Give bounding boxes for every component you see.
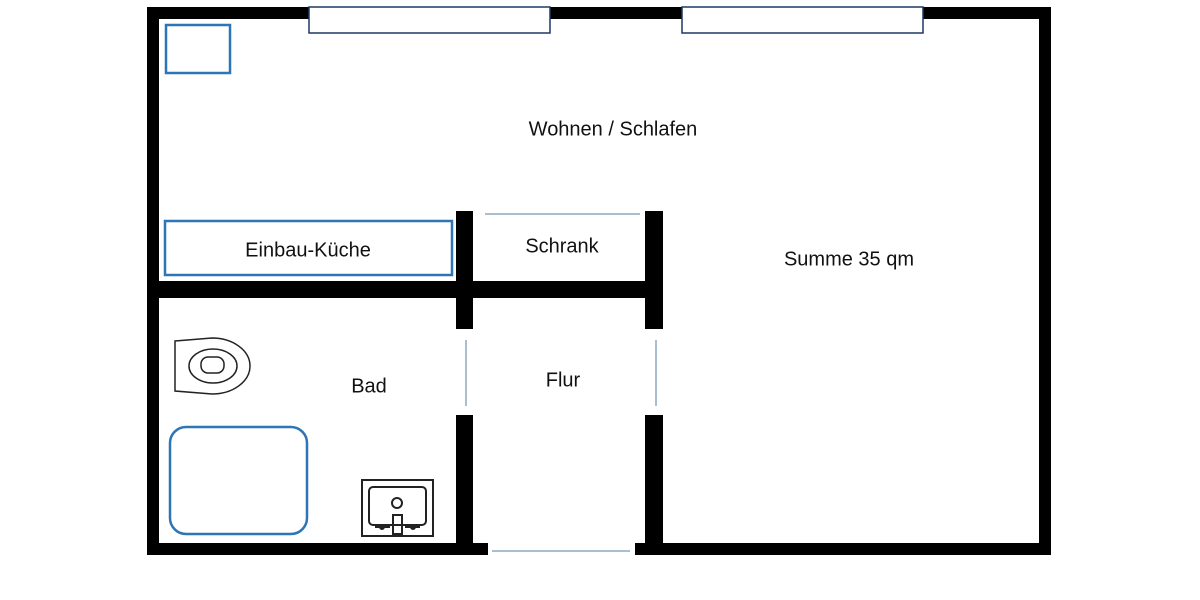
- toilet-icon: [174, 337, 251, 395]
- wall-bottom-right: [635, 543, 1051, 555]
- wall-left: [147, 7, 159, 555]
- corner-cabinet: [164, 23, 232, 75]
- shower-tray: [168, 425, 309, 536]
- window-left: [308, 6, 551, 34]
- wall-bottom-left: [147, 543, 488, 555]
- window-right: [681, 6, 924, 34]
- label-bath: Bad: [351, 375, 387, 397]
- wall-kitchen-bath: [159, 281, 663, 298]
- toilet-seat: [188, 348, 238, 384]
- inner-walls: [159, 211, 663, 543]
- toilet-bowl: [174, 337, 251, 395]
- room-labels: Wohnen / Schlafen Einbau-Küche Schrank S…: [245, 118, 914, 397]
- label-closet: Schrank: [525, 235, 599, 257]
- sink-knob-left: [379, 524, 385, 530]
- label-total-area: Summe 35 qm: [784, 248, 914, 270]
- sink-tap: [392, 514, 403, 535]
- fixtures: [163, 23, 454, 537]
- door-openings: [465, 213, 657, 552]
- sink-outer: [361, 479, 434, 537]
- wall-right: [1039, 7, 1051, 555]
- wall-closet-right-upper: [645, 211, 663, 329]
- kitchen-counter: [163, 219, 454, 277]
- wall-hall-living-lower: [645, 415, 663, 543]
- sink-icon: [361, 479, 434, 537]
- label-kitchen: Einbau-Küche: [245, 239, 371, 261]
- windows: [308, 6, 924, 34]
- label-hall: Flur: [546, 369, 581, 391]
- wall-closet-left-upper: [456, 211, 473, 329]
- label-living: Wohnen / Schlafen: [529, 118, 698, 140]
- wall-bath-hall-lower: [456, 415, 473, 543]
- sink-drain: [391, 497, 403, 509]
- toilet-opening: [200, 356, 225, 374]
- sink-knob-right: [410, 524, 416, 530]
- sink-basin: [368, 486, 427, 526]
